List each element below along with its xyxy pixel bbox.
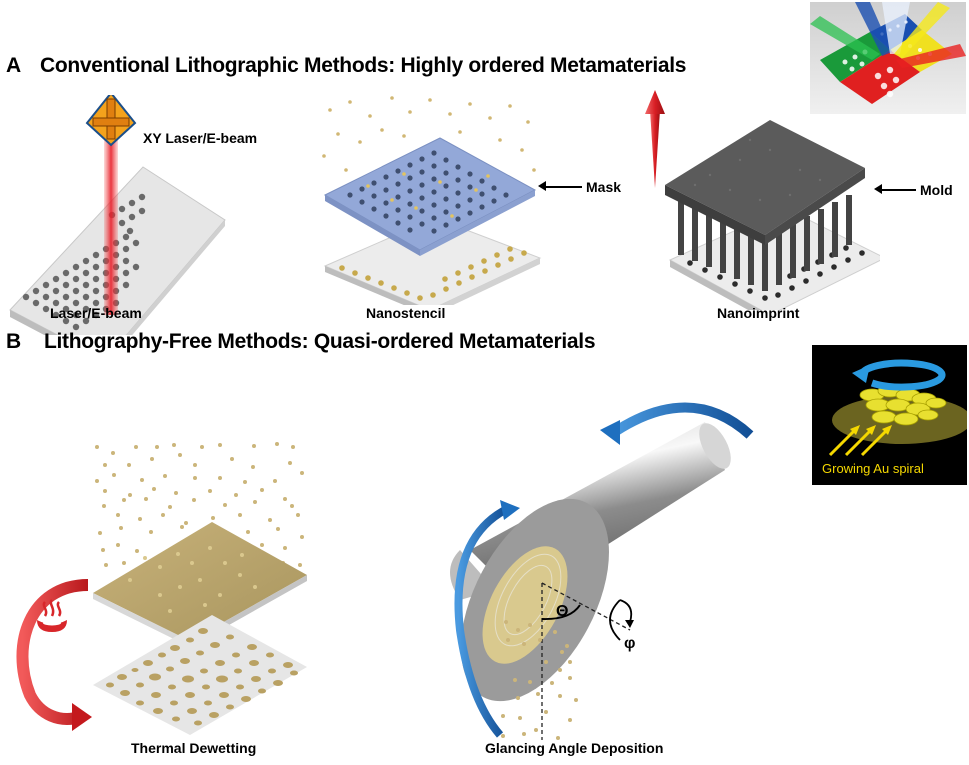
laser-ebeam-caption: Laser/E-beam [50,305,142,321]
theta-symbol: Θ [556,603,568,620]
mask-label: Mask [586,179,622,195]
colored-substrate-inset [810,2,966,114]
mold-label: Mold [920,182,953,198]
nanoimprint-caption: Nanoimprint [717,305,800,321]
mold-arrow-head-icon [874,184,882,194]
laser-ebeam-illustration [0,95,320,335]
panel-a-title: Conventional Lithographic Methods: Highl… [40,54,687,77]
mold-arrow-line [880,189,916,191]
xy-laser-ebeam-label: XY Laser/E-beam [143,130,258,146]
nanoimprint-illustration [620,80,880,310]
heat-icon [34,598,70,634]
glancing-angle-deposition-caption: Glancing Angle Deposition [485,740,664,756]
thermal-dewetting-caption: Thermal Dewetting [131,740,257,756]
au-spiral-inset: Growing Au spiral [812,345,967,485]
nanostencil-illustration [310,90,550,305]
panel-b-letter: B [6,330,22,353]
mask-arrow-head-icon [538,181,546,191]
thermal-dewetting-illustration [0,405,330,735]
panel-b-title: Lithography-Free Methods: Quasi-ordered … [44,330,596,353]
phi-symbol: φ [624,635,635,652]
panel-a-letter: A [6,54,22,77]
nanostencil-caption: Nanostencil [366,305,446,321]
au-spiral-label: Growing Au spiral [822,461,924,476]
glancing-angle-deposition-illustration: Θ φ [420,400,800,740]
mask-arrow-line [542,186,582,188]
